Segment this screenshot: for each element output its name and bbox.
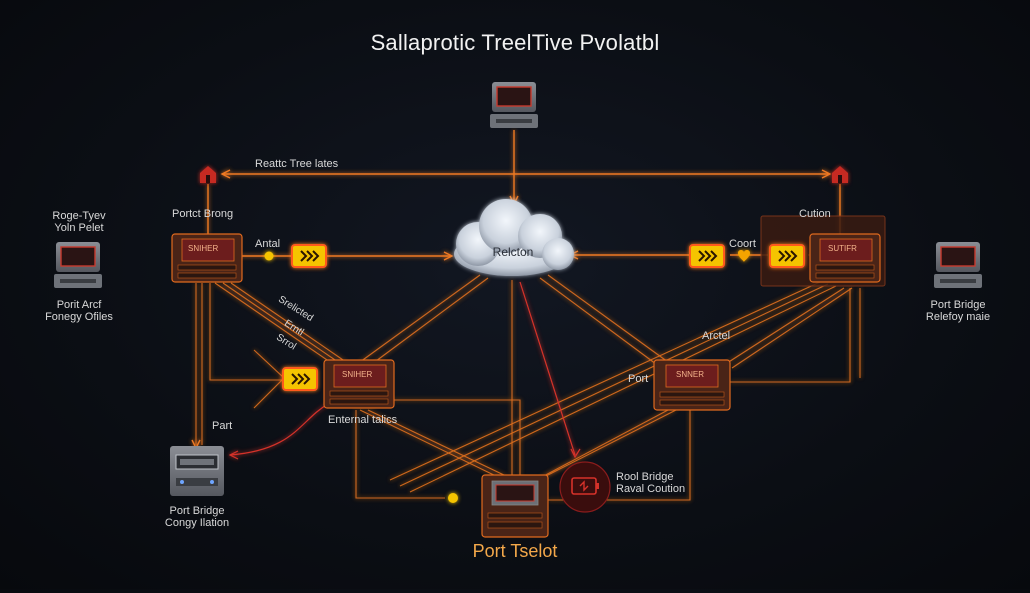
label-part: Part [212, 420, 233, 432]
page-title: Sallaprotic TreelTive Pvolatbl [370, 30, 660, 55]
tl-vert-3 [209, 283, 284, 381]
cloud-icon[interactable] [454, 199, 574, 276]
label-coort: Coort [729, 238, 756, 250]
battery-alert-icon[interactable] [559, 461, 611, 513]
cloud-diag-2 [371, 277, 489, 365]
funnel-left [253, 349, 285, 409]
home-alert-icon[interactable] [200, 166, 216, 183]
tl-diag-3 [230, 282, 347, 363]
right-pc-line1: Port Bridge [930, 299, 986, 311]
tl-diag-2 [222, 282, 339, 363]
tl-cloud-arrow [443, 251, 454, 261]
red-link-cloud-root [519, 281, 576, 456]
left-monitor-icon[interactable] [54, 242, 102, 288]
red-arrow-root [570, 448, 581, 459]
mr-bottom-1 [539, 409, 669, 479]
left-pc-line4: Fonegy Ofiles [45, 311, 113, 323]
cloud-diag-4 [539, 277, 657, 365]
switch-icon[interactable] [481, 474, 549, 538]
label-port: Port [628, 373, 649, 385]
ml-loop [355, 410, 445, 499]
junction-dot [264, 251, 274, 261]
cloud-diag-1 [359, 274, 481, 363]
tl-diag-1 [214, 282, 331, 363]
top-monitor-icon[interactable] [490, 82, 538, 128]
ml-bottom-2 [367, 409, 507, 477]
junction-dot [448, 493, 458, 503]
top-link-label: Reattc Tree lates [255, 158, 339, 170]
top-link-arrow-right [821, 169, 832, 179]
switch-icon[interactable] [809, 233, 881, 283]
bottom-left-line2: Congy Ilation [164, 517, 230, 529]
left-pc-line3: Porit Arcf [56, 299, 102, 311]
home-alert-icon[interactable] [832, 166, 848, 183]
tr-diag-1 [389, 281, 821, 481]
bottom-left-device-icon[interactable] [170, 446, 224, 496]
switch-top-left-screen: SNIHER [188, 244, 219, 253]
top-link-arrow-left [220, 169, 231, 179]
label-enternal: Enternal talics [328, 414, 398, 426]
tr-diag-3 [409, 285, 837, 493]
tr-diag-5 [731, 287, 853, 369]
tr-diag-2 [399, 283, 829, 487]
label-antal: Antal [255, 238, 281, 250]
switch-icon[interactable] [323, 359, 395, 409]
forward-chevrons-icon[interactable] [769, 244, 805, 268]
forward-chevrons-icon[interactable] [689, 244, 725, 268]
label-arctel: Arctel [702, 330, 731, 342]
switch-icon[interactable] [653, 359, 731, 411]
ml-bottom-3 [380, 399, 521, 476]
tr-vert-1 [730, 288, 851, 383]
heart-icon [738, 250, 750, 262]
right-pc-line2: Relefoy maie [925, 311, 991, 323]
red-arrow-device [228, 450, 239, 460]
cloud-diag-3 [547, 274, 669, 363]
forward-chevrons-icon[interactable] [291, 244, 327, 268]
label-root-bridge-2: Raval Coution [616, 483, 686, 495]
bottom-left-line1: Port Bridge [169, 505, 225, 517]
red-link-device [229, 403, 329, 456]
switch-top-right-screen: SUTIFR [828, 244, 857, 253]
tr-diag-4 [723, 287, 845, 366]
switch-mid-right-screen: SNNER [676, 370, 705, 379]
connections [191, 130, 861, 501]
left-pc-line2: Yoln Pelet [54, 222, 104, 234]
switch-mid-left-screen: SNIHER [342, 370, 373, 379]
switch-icon[interactable] [171, 233, 243, 283]
left-pc-line1: Roge-Tyev [52, 210, 106, 222]
label-root-bridge-1: Rool Bridge [616, 471, 674, 483]
switch-top-right-label: Cution [799, 208, 831, 220]
ml-bottom-1 [359, 409, 501, 479]
cloud-label: Relcton [492, 245, 534, 259]
mr-bottom-2 [545, 409, 677, 477]
forward-chevrons-icon[interactable] [282, 367, 318, 391]
footer-label: Port Tselot [472, 541, 558, 561]
switch-top-left-label: Portct Brong [172, 208, 234, 220]
right-monitor-icon[interactable] [934, 242, 982, 288]
